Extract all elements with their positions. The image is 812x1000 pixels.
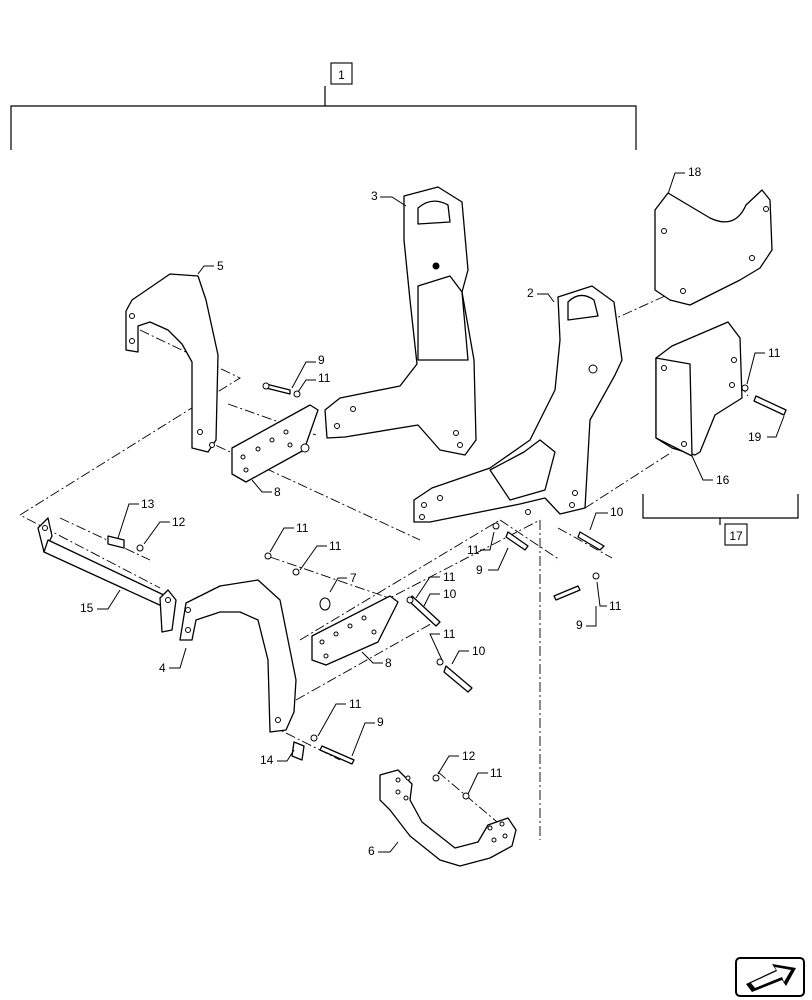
callout-8-upper: 8: [274, 485, 281, 499]
callout-10-c: 10: [472, 644, 486, 658]
callout-19: 18: [688, 165, 702, 179]
mount-bracket-3: [324, 186, 477, 456]
hook-arm-5: [125, 273, 219, 453]
callout-8-lower: 8: [385, 656, 392, 670]
mount-bracket-2: [413, 285, 623, 523]
bracket-19: [654, 189, 773, 306]
plate-8-lower: [311, 595, 399, 666]
callout-11-g: 11: [349, 697, 362, 711]
subassembly-box-label: 17: [729, 529, 743, 543]
callout-14: 13: [141, 497, 155, 511]
callouts: 2 3 4 5 6 7 8 8 9 9 9 9 10 10 10 11 11 1…: [80, 165, 785, 858]
callout-9-b: 9: [476, 563, 483, 577]
callout-11-h: 11: [490, 766, 503, 780]
alignment-lines: [19, 295, 749, 840]
next-page-arrow-icon[interactable]: [735, 957, 805, 997]
assembly-bracket: 1: [10, 62, 637, 150]
callout-9-c: 9: [576, 618, 583, 632]
callout-11-b: 11: [329, 539, 342, 553]
callout-11-d: 11: [443, 627, 456, 641]
callout-16: 15: [80, 601, 94, 615]
callout-20: 19: [748, 430, 762, 444]
callout-10-b: 10: [443, 587, 457, 601]
callout-13: 12: [172, 515, 186, 529]
callout-5: 5: [217, 259, 224, 273]
callout-12-a: 11: [296, 521, 309, 535]
callout-9-a: 9: [318, 353, 325, 367]
callout-12-b: 12: [462, 749, 476, 763]
callout-7: 7: [350, 571, 357, 585]
callout-4: 4: [159, 661, 166, 675]
shaft-16: [37, 517, 177, 633]
callout-6: 6: [368, 844, 375, 858]
bracket-18: [655, 321, 743, 457]
callout-2: 2: [527, 286, 534, 300]
callout-11-c: 11: [443, 570, 456, 584]
assembly-box-label: 1: [338, 68, 345, 82]
plate-8-upper: [231, 404, 319, 483]
fasteners: [107, 382, 787, 800]
hook-arm-4: [179, 579, 297, 733]
callout-11-f: 11: [609, 599, 622, 613]
subassembly-bracket: 17: [642, 494, 799, 546]
callout-10-a: 10: [610, 505, 624, 519]
callout-15: 14: [260, 753, 274, 767]
callout-9-d: 9: [377, 715, 384, 729]
callout-11-a: 11: [318, 371, 331, 385]
callout-18: 16: [716, 473, 730, 487]
bracket-6: [379, 769, 517, 867]
callout-11-e: 11: [467, 543, 480, 557]
callout-11-i: 11: [768, 346, 781, 360]
callout-3: 3: [371, 189, 378, 203]
